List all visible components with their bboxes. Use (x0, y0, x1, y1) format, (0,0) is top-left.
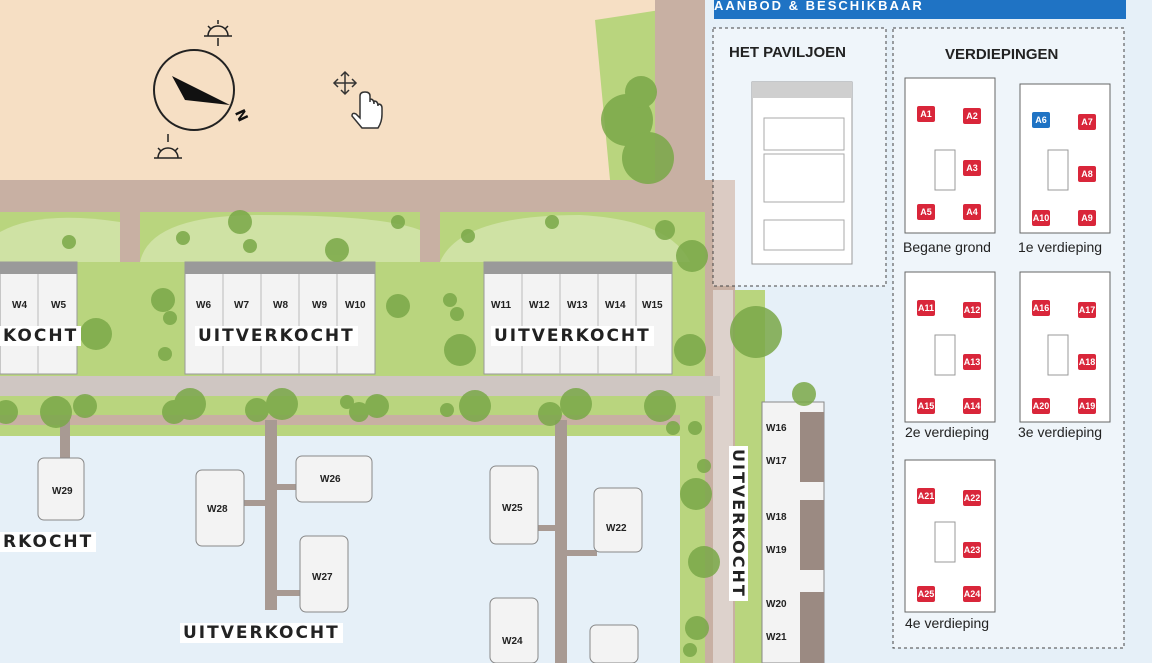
unit-w7[interactable]: W7 (234, 300, 249, 311)
apartment-a2[interactable]: A2 (963, 108, 981, 124)
unit-w16[interactable]: W16 (766, 423, 787, 434)
apartment-a5[interactable]: A5 (917, 204, 935, 220)
apartment-a23[interactable]: A23 (963, 542, 981, 558)
apartment-a22[interactable]: A22 (963, 490, 981, 506)
apartment-a1[interactable]: A1 (917, 106, 935, 122)
floor-label[interactable]: Begane grond (903, 239, 991, 255)
apartment-a25[interactable]: A25 (917, 586, 935, 602)
sunrise-icon (204, 20, 232, 46)
unit-w5[interactable]: W5 (51, 300, 66, 311)
unit-w8[interactable]: W8 (273, 300, 288, 311)
floor-label[interactable]: 3e verdieping (1018, 424, 1103, 440)
apartment-a8[interactable]: A8 (1078, 166, 1096, 182)
floors-title: VERDIEPINGEN (945, 46, 1059, 63)
apartment-a11[interactable]: A11 (917, 300, 935, 316)
compass-north-icon: N (153, 49, 251, 131)
apartment-a21[interactable]: A21 (917, 488, 935, 504)
sold-label: RKOCHT (0, 532, 97, 552)
floor-label[interactable]: 4e verdieping (905, 615, 990, 631)
apartment-a13[interactable]: A13 (963, 354, 981, 370)
unit-w24[interactable]: W24 (502, 636, 523, 647)
apartment-a7[interactable]: A7 (1078, 114, 1096, 130)
pavilion-title: HET PAVILJOEN (729, 44, 846, 61)
sold-label-vertical: UITVERKOCHT (729, 446, 748, 601)
unit-w14[interactable]: W14 (605, 300, 626, 311)
apartment-a14[interactable]: A14 (963, 398, 981, 414)
apartment-a17[interactable]: A17 (1078, 302, 1096, 318)
unit-w10[interactable]: W10 (345, 300, 366, 311)
unit-w4[interactable]: W4 (12, 300, 27, 311)
unit-w25[interactable]: W25 (502, 503, 523, 514)
unit-w21[interactable]: W21 (766, 632, 787, 643)
sunset-icon (154, 134, 182, 159)
unit-w15[interactable]: W15 (642, 300, 663, 311)
apartment-a18[interactable]: A18 (1078, 354, 1096, 370)
apartment-a20[interactable]: A20 (1032, 398, 1050, 414)
apartment-a4[interactable]: A4 (963, 204, 981, 220)
floor-label[interactable]: 2e verdieping (905, 424, 990, 440)
pan-hand-icon[interactable] (328, 66, 388, 132)
apartment-a12[interactable]: A12 (963, 302, 981, 318)
unit-w18[interactable]: W18 (766, 512, 787, 523)
unit-w17[interactable]: W17 (766, 456, 787, 467)
unit-w11[interactable]: W11 (491, 300, 512, 311)
unit-w27[interactable]: W27 (312, 572, 333, 583)
apartment-a19[interactable]: A19 (1078, 398, 1096, 414)
unit-w26[interactable]: W26 (320, 474, 341, 485)
floor-label[interactable]: 1e verdieping (1018, 239, 1103, 255)
unit-w22[interactable]: W22 (606, 523, 627, 534)
unit-w6[interactable]: W6 (196, 300, 211, 311)
unit-w13[interactable]: W13 (567, 300, 588, 311)
unit-w28[interactable]: W28 (207, 504, 228, 515)
unit-w20[interactable]: W20 (766, 599, 787, 610)
apartment-a15[interactable]: A15 (917, 398, 935, 414)
sold-label: UITVERKOCHT (180, 623, 343, 643)
unit-w12[interactable]: W12 (529, 300, 550, 311)
unit-w9[interactable]: W9 (312, 300, 327, 311)
apartment-a3[interactable]: A3 (963, 160, 981, 176)
sold-label: UITVERKOCHT (491, 326, 654, 346)
sold-label: UITVERKOCHT (195, 326, 358, 346)
apartment-a16[interactable]: A16 (1032, 300, 1050, 316)
apartment-a6[interactable]: A6 (1032, 112, 1050, 128)
beach-area (0, 0, 660, 180)
apartment-a10[interactable]: A10 (1032, 210, 1050, 226)
apartment-a9[interactable]: A9 (1078, 210, 1096, 226)
sold-label: KOCHT (0, 326, 82, 346)
apartment-a24[interactable]: A24 (963, 586, 981, 602)
unit-w19[interactable]: W19 (766, 545, 787, 556)
unit-w29[interactable]: W29 (52, 486, 73, 497)
top-banner: AANBOD & BESCHIKBAAR (714, 0, 1126, 19)
